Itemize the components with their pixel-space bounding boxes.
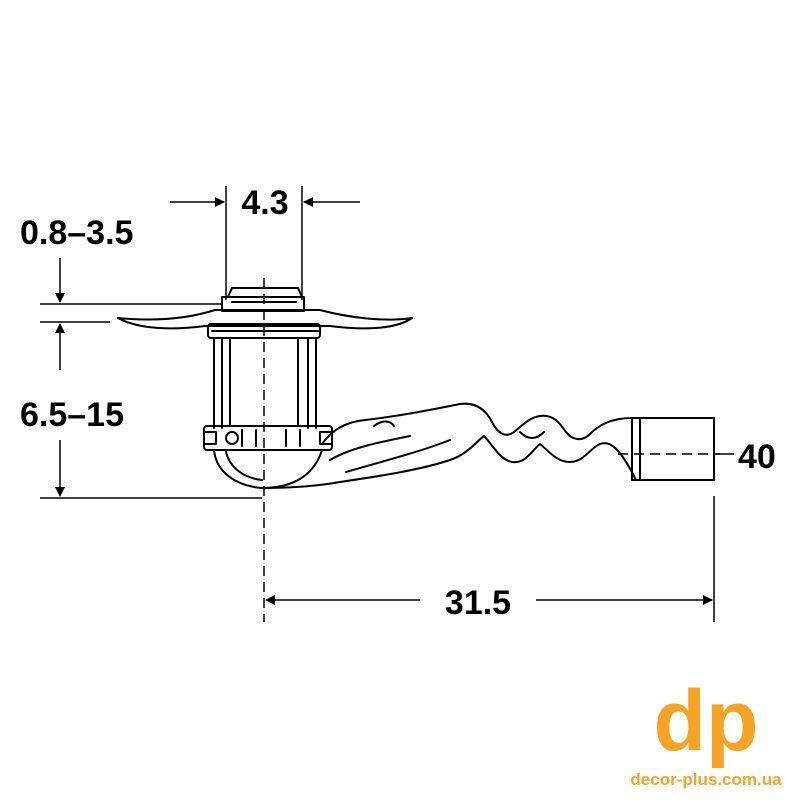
dim-width-label: 4.3: [241, 184, 288, 222]
logo-url: decor-plus.com.ua: [630, 770, 782, 789]
shower-drain-outline: [117, 287, 715, 489]
logo-mark: dp: [653, 673, 758, 769]
dim-length-label: 31.5: [445, 584, 511, 622]
dimension-lines: [40, 186, 734, 622]
centerline: [263, 278, 720, 622]
decor-plus-logo: dp decor-plus.com.ua: [630, 673, 782, 789]
dim-flange-label: 0.8–3.5: [20, 214, 133, 252]
dim-height-label: 6.5–15: [20, 396, 124, 434]
dim-outlet-label: 40: [738, 438, 776, 476]
